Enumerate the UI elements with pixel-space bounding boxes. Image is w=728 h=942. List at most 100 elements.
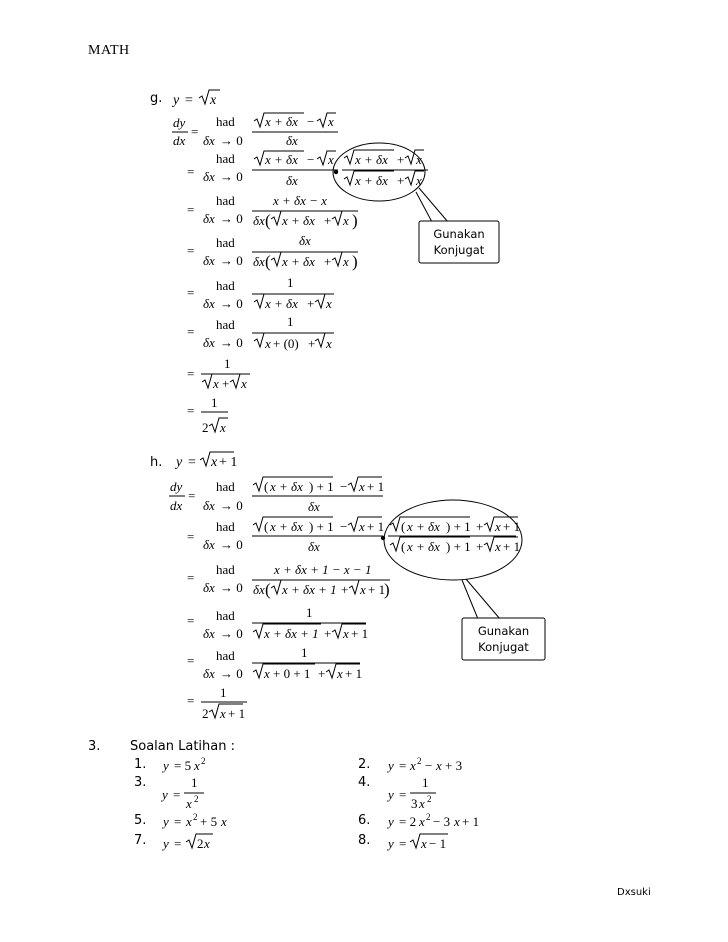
callout-line-2: Konjugat (478, 640, 529, 654)
svg-text:→ 0: → 0 (220, 580, 243, 595)
svg-text:→ 0: → 0 (220, 169, 243, 184)
svg-text:+: + (222, 376, 229, 391)
svg-text:=: = (174, 836, 181, 851)
svg-text:+ (0): + (0) (273, 336, 299, 351)
svg-text:x: x (185, 814, 192, 829)
svg-text:=: = (188, 488, 195, 503)
svg-text:) + 1: ) + 1 (446, 539, 471, 554)
svg-text:=: = (187, 285, 194, 300)
svg-text:δx: δx (203, 169, 215, 184)
svg-text:x + δx: x + δx (264, 152, 298, 167)
svg-text:had: had (216, 608, 235, 623)
svg-text:−: − (307, 114, 314, 129)
svg-text:had: had (216, 151, 235, 166)
part-g-step-4: = had δx→ 0 δx δx ( x + δx + x ) (187, 233, 358, 271)
svg-text:(: ( (401, 539, 405, 554)
svg-text:1: 1 (306, 605, 313, 620)
svg-text:+ 1: + 1 (503, 539, 520, 554)
svg-text:x: x (418, 814, 425, 829)
svg-text:y: y (161, 814, 169, 829)
svg-text:+: + (397, 173, 404, 188)
svg-text:x: x (453, 814, 460, 829)
footer-author: Dxsuki (617, 887, 651, 898)
part-h-label: h. (150, 455, 163, 470)
part-g-step-2: = had δx→ 0 x + δx − x δx x + δx + x x +… (187, 149, 428, 188)
svg-text:1: 1 (422, 775, 429, 790)
svg-text:=: = (399, 836, 406, 851)
svg-text:x: x (219, 706, 226, 721)
svg-text:1: 1 (211, 395, 218, 410)
svg-text:x: x (203, 836, 210, 851)
svg-text:x + δx − x: x + δx − x (272, 193, 327, 208)
svg-text:x: x (219, 420, 226, 435)
svg-text:dy: dy (170, 479, 183, 494)
svg-text:=: = (187, 164, 194, 179)
svg-text:had: had (216, 193, 235, 208)
svg-text:+ 0 + 1: + 0 + 1 (273, 666, 310, 681)
svg-text:x: x (240, 376, 247, 391)
svg-text:) + 1: ) + 1 (309, 479, 334, 494)
svg-text:−: − (340, 479, 347, 494)
svg-text:2: 2 (202, 420, 209, 435)
svg-text:x: x (263, 666, 270, 681)
svg-text:): ) (352, 252, 358, 271)
svg-text:x + δx: x + δx (269, 519, 303, 534)
svg-text:2: 2 (201, 756, 206, 766)
svg-text:=: = (187, 653, 194, 668)
svg-text:δx: δx (253, 213, 265, 228)
svg-text:→ 0: → 0 (220, 211, 243, 226)
svg-text:δx: δx (203, 537, 215, 552)
svg-text:x + δx: x + δx (281, 213, 315, 228)
part-h-step-4: = had δx→ 0 1 x + δx + 1 + x+ 1 (187, 605, 368, 641)
part-g-step-3: = had δx→ 0 x + δx − x δx ( x + δx + x ) (187, 193, 358, 230)
svg-text:→ 0: → 0 (220, 133, 243, 148)
part-h-problem: y = x + 1 (174, 451, 237, 470)
exercise-7-number: 7. (134, 833, 147, 848)
svg-text:=: = (187, 202, 194, 217)
part-h-callout (383, 499, 546, 661)
svg-text:+ 1: + 1 (368, 582, 385, 597)
svg-text:δx: δx (253, 254, 265, 269)
svg-text:+ 1: + 1 (228, 706, 245, 721)
svg-text:δx: δx (203, 666, 215, 681)
svg-text:had: had (216, 317, 235, 332)
callout-line-2: Konjugat (433, 243, 485, 257)
exercise-4-number: 4. (358, 775, 371, 790)
svg-text:3: 3 (411, 796, 418, 811)
svg-text:x: x (420, 836, 427, 851)
part-g-step-1: dy dx = had δx→ 0 x + δx − x δx (172, 112, 338, 148)
svg-text:2: 2 (426, 812, 431, 822)
svg-text:x + δx: x + δx (269, 479, 303, 494)
svg-text:had: had (216, 114, 235, 129)
svg-text:y: y (160, 787, 168, 802)
svg-text:): ) (384, 580, 390, 599)
svg-text:y: y (174, 455, 183, 470)
svg-text:+ 1: + 1 (219, 455, 237, 470)
part-h-step-1: dy dx = had δx→ 0 (x + δx) + 1 − x+ 1 δx (169, 476, 384, 514)
svg-text:→ 0: → 0 (220, 537, 243, 552)
svg-text:(: ( (265, 211, 271, 230)
svg-text:=: = (188, 455, 196, 470)
svg-text:+: + (318, 666, 325, 681)
svg-text:+ 1: + 1 (367, 519, 384, 534)
svg-text:y: y (386, 814, 394, 829)
exercise-8-expr: y= x− 1 (386, 833, 448, 851)
svg-text:x: x (209, 93, 217, 108)
svg-text:+: + (324, 254, 331, 269)
svg-text:x: x (185, 796, 192, 811)
svg-text:x + δx: x + δx (354, 173, 388, 188)
svg-text:x: x (342, 213, 349, 228)
svg-text:−: − (340, 519, 347, 534)
svg-text:+ 3: + 3 (445, 758, 462, 773)
svg-text:δx: δx (203, 498, 215, 513)
svg-text:=: = (399, 758, 406, 773)
svg-text:x + δx: x + δx (281, 254, 315, 269)
svg-text:x: x (358, 519, 365, 534)
svg-text:y: y (161, 758, 169, 773)
svg-text:2: 2 (417, 756, 422, 766)
callout-line-1: Gunakan (477, 624, 530, 638)
svg-text:δx: δx (286, 173, 298, 188)
